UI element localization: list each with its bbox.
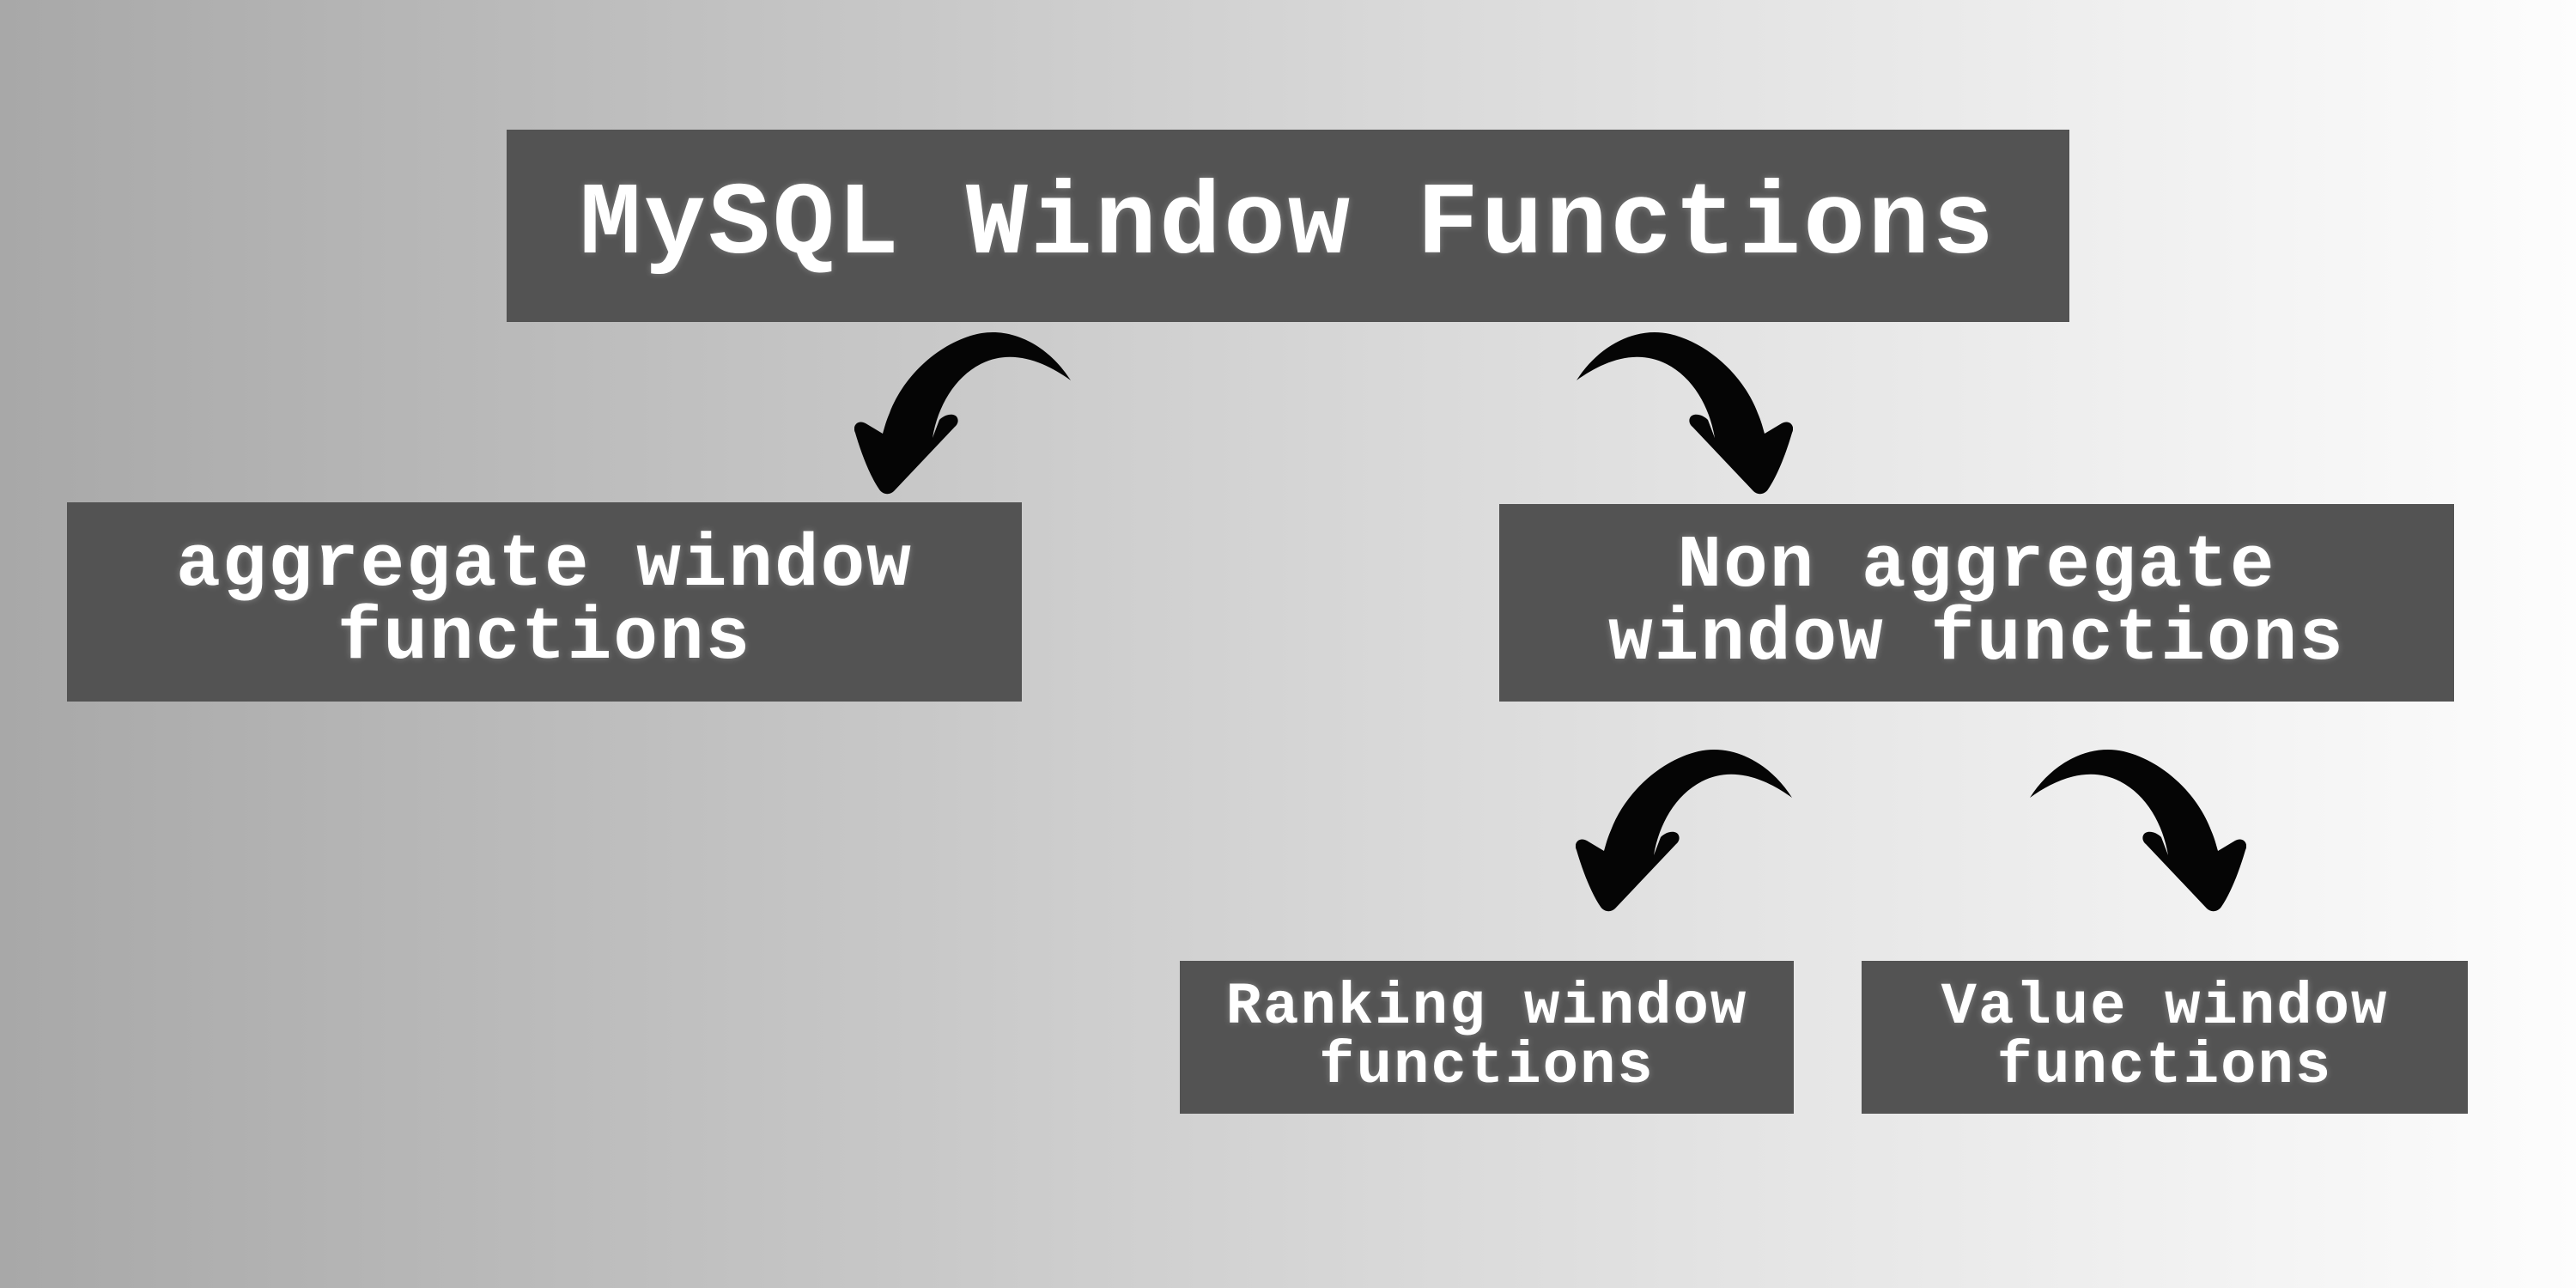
- node-non-aggregate-window-functions: Non aggregate window functions: [1499, 504, 2454, 702]
- curved-arrow-down-left-icon: [854, 331, 1071, 495]
- node-title: MySQL Window Functions: [507, 130, 2069, 322]
- node-ranking-window-functions: Ranking window functions: [1180, 961, 1794, 1114]
- node-value-window-functions: Value window functions: [1862, 961, 2468, 1114]
- curved-arrow-down-right-icon: [2030, 749, 2246, 912]
- curved-arrow-down-left-icon: [1576, 749, 1792, 912]
- curved-arrow-down-right-icon: [1577, 331, 1793, 495]
- node-aggregate-window-functions: aggregate window functions: [67, 502, 1022, 702]
